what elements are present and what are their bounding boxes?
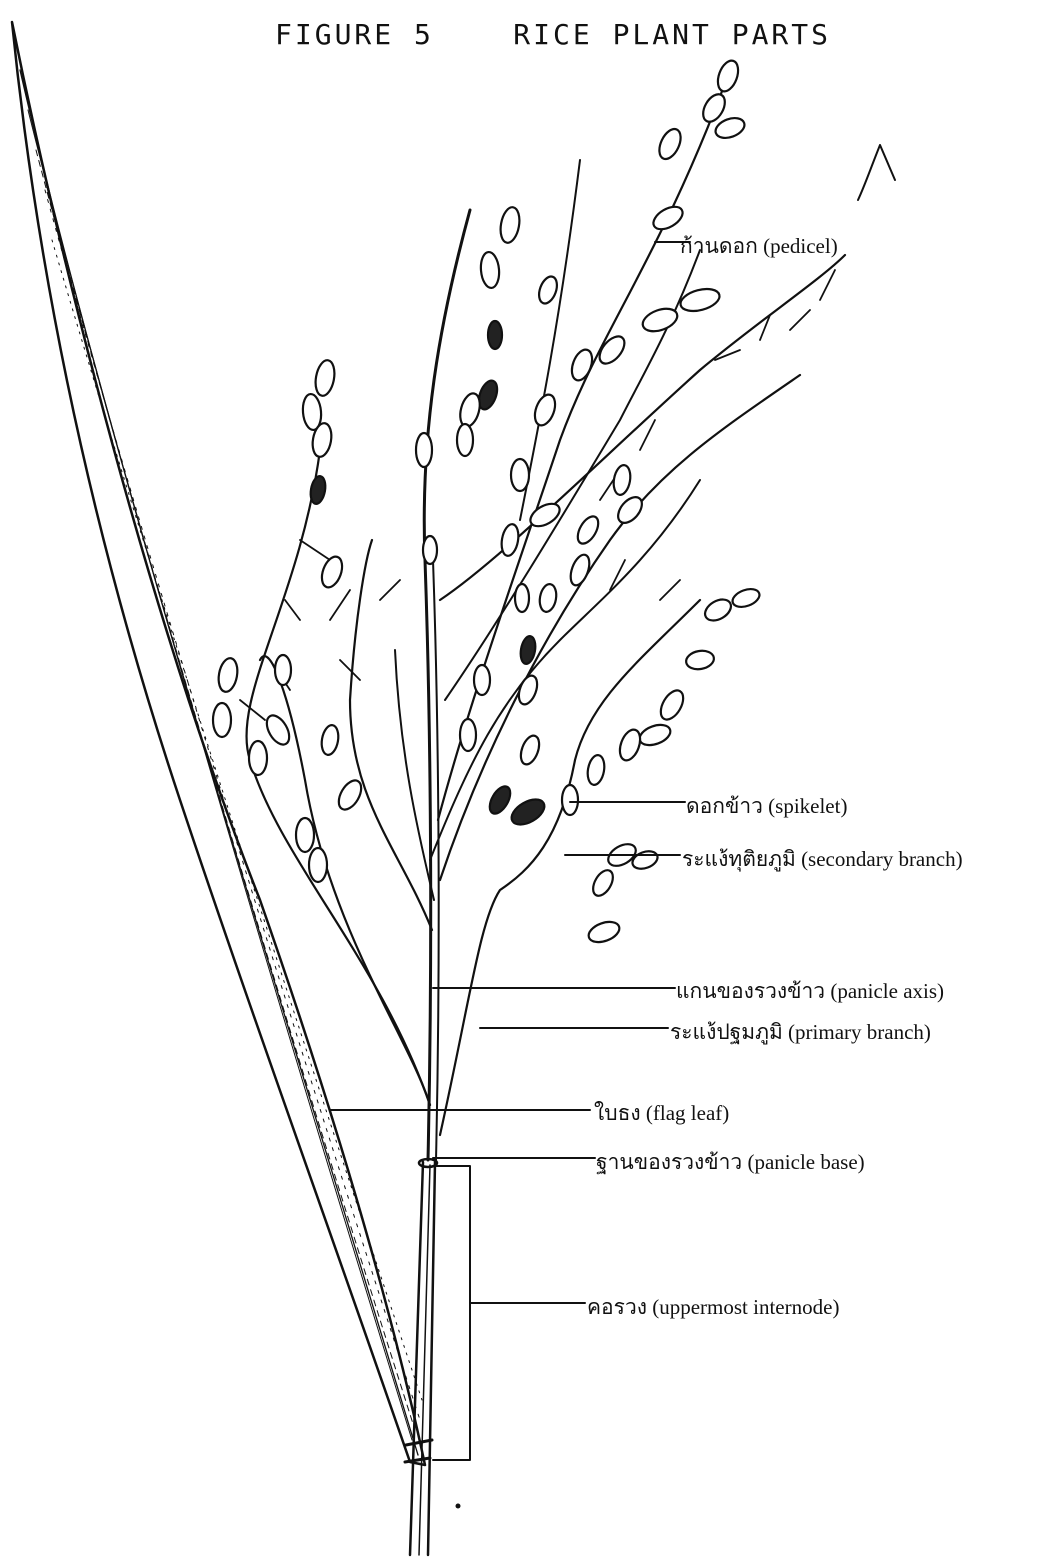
internode-bracket: [433, 1166, 470, 1460]
label-secondary-branch: ระแง้ทุติยภูมิ (secondary branch): [682, 843, 963, 876]
label-panicle-base: ฐานของรวงข้าว (panicle base): [596, 1146, 865, 1179]
label-panicle-axis: แกนของรวงข้าว (panicle axis): [676, 975, 944, 1008]
label-uppermost-internode: คอรวง (uppermost internode): [587, 1291, 839, 1324]
stem: [405, 1159, 461, 1555]
label-pedicel: ก้านดอก (pedicel): [680, 230, 838, 263]
panicle-axis: [424, 210, 470, 1160]
label-flag-leaf: ใบธง (flag leaf): [594, 1097, 729, 1130]
label-spikelet: ดอกข้าว (spikelet): [686, 790, 847, 823]
label-primary-branch: ระแง้ปฐมภูมิ (primary branch): [670, 1016, 931, 1049]
flag-leaf: [12, 22, 425, 1465]
